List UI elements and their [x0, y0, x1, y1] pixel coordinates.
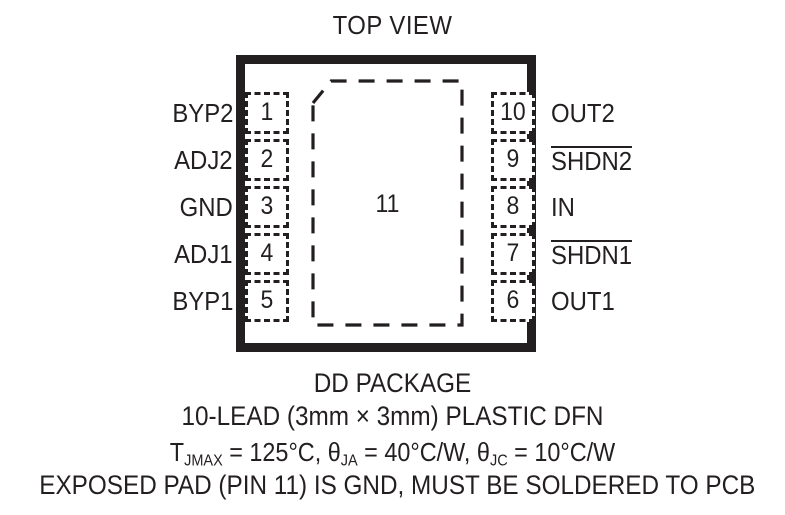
- caption-exposed-pad-note: EXPOSED PAD (PIN 11) IS GND, MUST BE SOL…: [39, 470, 756, 500]
- exposed-pad-number: 11: [375, 190, 400, 218]
- pin-box-3: 3: [245, 186, 289, 228]
- theta-jc-value: = 10°C/W: [507, 437, 616, 467]
- pin-label-adj2: ADJ2: [174, 145, 233, 175]
- caption-lead-line: 10-LEAD (3mm × 3mm) PLASTIC DFN: [181, 401, 604, 431]
- pin-label-byp1: BYP1: [171, 286, 233, 316]
- pin-label-in: IN: [551, 192, 575, 222]
- pin-label-out1: OUT1: [551, 286, 615, 316]
- exposed-pad-outline: [305, 73, 470, 333]
- pin-box-8: 8: [491, 186, 535, 228]
- diagram-title: TOP VIEW: [332, 10, 453, 40]
- tjmax-subscript: JMAX: [184, 451, 223, 470]
- caption-package-name: DD PACKAGE: [313, 368, 472, 398]
- pin-label-shdn1: SHDN1: [551, 233, 639, 275]
- pin-label-out2: OUT2: [551, 98, 615, 128]
- pin-box-6: 6: [491, 280, 535, 322]
- pin-box-4: 4: [245, 233, 289, 275]
- pin-label-adj1: ADJ1: [174, 239, 233, 269]
- pin-label-shdn2: SHDN2: [551, 139, 639, 181]
- active-low-overline: SHDN1: [551, 240, 633, 270]
- theta-ja-symbol: θ: [327, 437, 341, 467]
- theta-ja-value: = 40°C/W,: [357, 437, 477, 467]
- theta-ja-subscript: JA: [340, 451, 358, 470]
- tjmax-value: = 125°C,: [222, 437, 328, 467]
- theta-jc-subscript: JC: [489, 451, 508, 470]
- pin-box-1: 1: [245, 92, 289, 134]
- pin-box-9: 9: [491, 139, 535, 181]
- pin-box-7: 7: [491, 233, 535, 275]
- active-low-overline: SHDN2: [551, 146, 633, 176]
- pin-box-10: 10: [491, 92, 535, 134]
- pin-label-gnd: GND: [179, 192, 233, 222]
- pin-box-2: 2: [245, 139, 289, 181]
- pin-box-5: 5: [245, 280, 289, 322]
- theta-jc-symbol: θ: [476, 437, 490, 467]
- pin-label-byp2: BYP2: [171, 98, 233, 128]
- caption-thermal-specs: TJMAX = 125°C, θJA = 40°C/W, θJC = 10°C/…: [0, 437, 785, 471]
- tjmax-symbol: T: [169, 437, 185, 467]
